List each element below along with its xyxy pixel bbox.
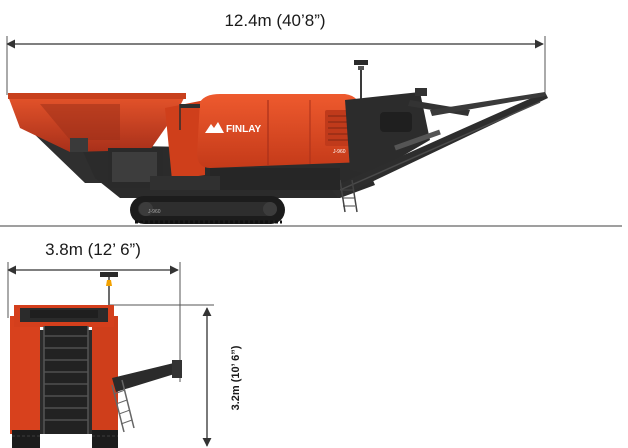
warning-light-icon bbox=[106, 280, 112, 286]
height-label: 3.2m (10’ 6”) bbox=[230, 345, 242, 410]
main-conveyor bbox=[330, 92, 548, 198]
front-beacon bbox=[100, 272, 118, 305]
canopy-vents bbox=[325, 110, 351, 146]
front-conveyor bbox=[43, 326, 89, 434]
front-body-left bbox=[10, 316, 40, 434]
model-badge: J-960 bbox=[333, 149, 346, 155]
jaw-chamber bbox=[165, 100, 205, 180]
access-ladder bbox=[339, 179, 358, 213]
engine-canopy bbox=[197, 94, 365, 168]
front-body-right bbox=[92, 316, 118, 434]
width-dimension: 3.8m (12’ 6”) bbox=[7, 240, 181, 382]
hopper-rim bbox=[8, 93, 186, 99]
brand-name: FINLAY bbox=[226, 124, 262, 135]
length-dimension: 12.4m (40’8”) bbox=[6, 11, 546, 96]
length-label: 12.4m (40’8”) bbox=[224, 11, 325, 30]
beacon-mast bbox=[354, 60, 368, 100]
crawler-track: J-960 bbox=[130, 196, 285, 224]
left-track bbox=[12, 430, 40, 448]
side-conveyor bbox=[112, 362, 181, 392]
side-view: 12.4m (40’8”) FINLA bbox=[0, 11, 622, 227]
support-leg-front bbox=[30, 130, 110, 183]
finlay-logo-icon bbox=[205, 122, 224, 133]
front-view: 3.8m (12’ 6”) 3.2m (10’ 6”) bbox=[7, 240, 242, 448]
width-label: 3.8m (12’ 6”) bbox=[45, 240, 141, 259]
height-dimension: 3.2m (10’ 6”) bbox=[110, 304, 242, 447]
brand-logo: FINLAY bbox=[205, 122, 262, 135]
track-model-badge: J-960 bbox=[148, 209, 161, 215]
right-track bbox=[92, 430, 118, 448]
front-ladder bbox=[111, 379, 135, 433]
